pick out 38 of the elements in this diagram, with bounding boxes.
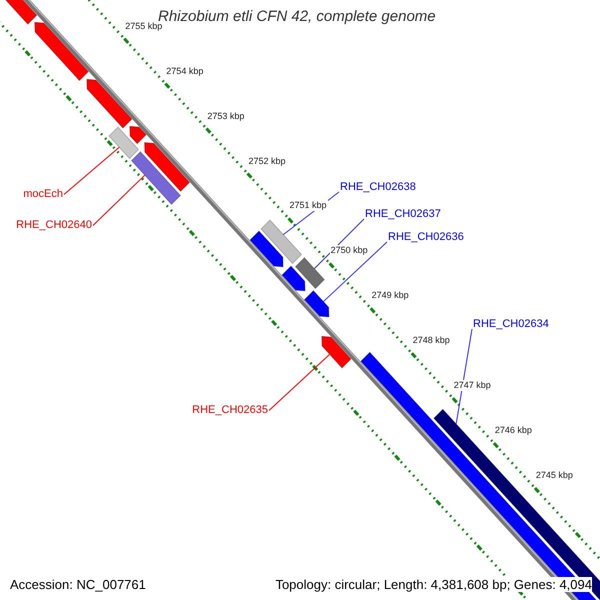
gene-block xyxy=(304,290,330,318)
accession-text: Accession: NC_007761 xyxy=(10,577,146,592)
leader-line xyxy=(92,174,146,226)
gene-block xyxy=(249,230,284,268)
scale-label: 2748 kbp xyxy=(412,335,451,346)
scale-label: 2755 kbp xyxy=(124,20,164,32)
gene-bar xyxy=(260,219,302,264)
gene-label: RHE_CH02635 xyxy=(192,404,268,417)
gene-block xyxy=(433,408,600,600)
gene-block xyxy=(281,265,306,292)
leader-line xyxy=(314,218,364,270)
gene-block xyxy=(144,142,190,192)
scale-label: 2754 kbp xyxy=(165,66,204,77)
gene-block xyxy=(86,78,132,129)
gene-block xyxy=(321,336,352,369)
gene-bar xyxy=(108,126,140,160)
scale-label: 2752 kbp xyxy=(247,156,286,167)
scale-label: 2753 kbp xyxy=(206,110,246,122)
scale-label: 2746 kbp xyxy=(494,425,533,436)
leader-line xyxy=(322,242,388,302)
gene-label: RHE_CH02640 xyxy=(16,219,92,232)
gene-bar xyxy=(130,151,182,206)
gene-block xyxy=(34,22,89,82)
gene-bar xyxy=(294,257,325,290)
scale-label: 2751 kbp xyxy=(288,200,328,212)
genome-info-text: Topology: circular; Length: 4,381,608 bp; Genes: 4,094 xyxy=(275,577,592,592)
leader-line xyxy=(456,328,472,424)
gene-block xyxy=(129,126,147,144)
gene-label: RHE_CH02637 xyxy=(365,208,441,221)
gene-label: RHE_CH02638 xyxy=(340,181,416,194)
scale-label: 2745 kbp xyxy=(534,470,574,482)
scale-label: 2750 kbp xyxy=(330,245,369,256)
scale-label: 2749 kbp xyxy=(370,290,410,302)
scale-label: 2747 kbp xyxy=(452,380,492,392)
leader-line xyxy=(268,354,330,411)
gene-label: mocEch xyxy=(23,188,63,201)
gene-label: RHE_CH02636 xyxy=(388,231,464,244)
gene-label: RHE_CH02634 xyxy=(473,318,549,331)
